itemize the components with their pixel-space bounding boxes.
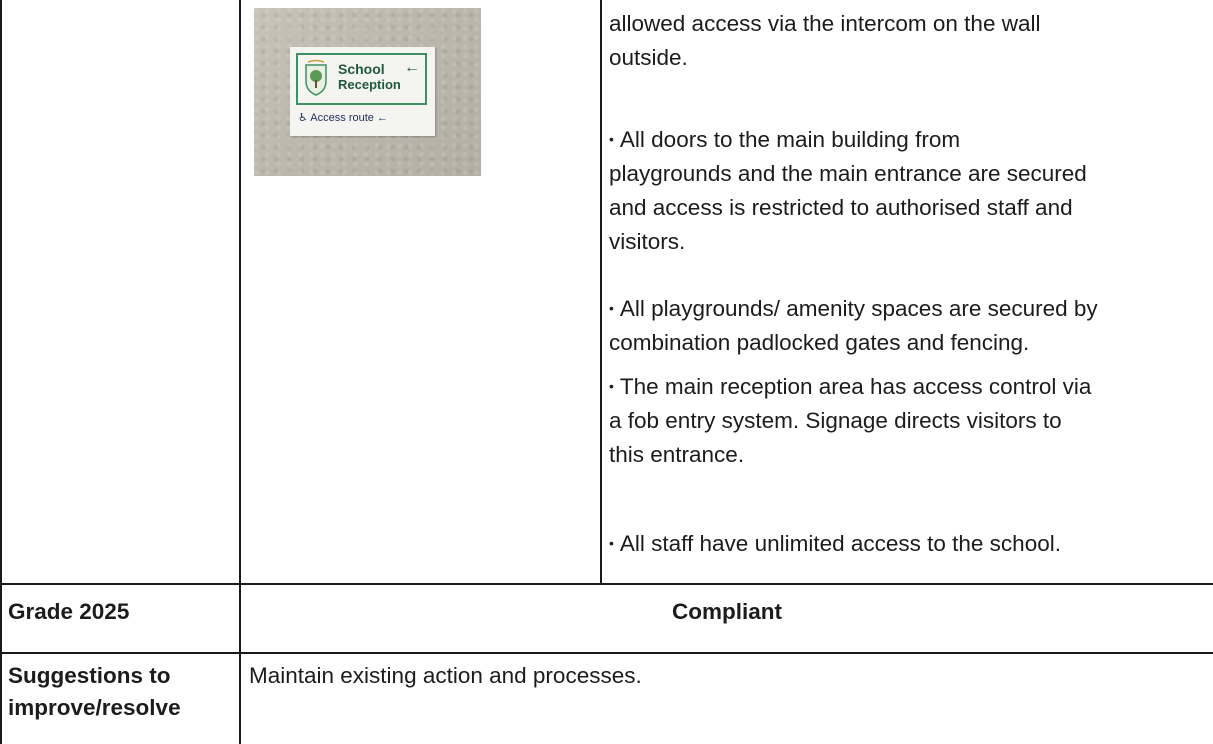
bullet-doors-secured: • All doors to the main building from pla… [609,122,1205,259]
grade-label: Grade 2025 [8,599,130,624]
column-divider-1 [239,0,241,744]
text-line: combination padlocked gates and fencing. [609,330,1030,355]
sign-frame: School ← Reception [296,53,427,105]
text-line: a fob entry system. Signage directs visi… [609,408,1062,433]
text-line: visitors. [609,229,686,254]
text-line: All staff have unlimited access to the s… [619,531,1061,556]
sign-arrow-icon: ← [404,59,420,76]
table-left-border [0,0,2,744]
bullet-icon: • [609,378,614,394]
text-line: allowed access via the intercom on the w… [609,11,1041,36]
bullet-reception-access-control: • The main reception area has access cont… [609,369,1205,472]
row-divider-2 [0,652,1213,654]
text-line: and access is restricted to authorised s… [609,195,1073,220]
text-line: outside. [609,45,688,70]
suggestions-label-line: improve/resolve [8,695,181,720]
row-divider-1 [0,583,1213,585]
suggestions-label-line: Suggestions to [8,663,171,688]
bullet-icon: • [609,300,614,316]
reception-sign-photo: School ← Reception ♿ Access route ← [254,8,481,176]
bullet-playgrounds-secured: • All playgrounds/ amenity spaces are sec… [609,291,1205,360]
suggestions-label: Suggestions to improve/resolve [8,660,181,724]
paragraph-intercom: allowed access via the intercom on the w… [609,7,1205,75]
sign-school-text: School [338,61,385,77]
school-crest-icon [305,59,327,96]
bullet-icon: • [609,131,614,147]
reception-sign: School ← Reception ♿ Access route ← [290,47,435,136]
column-divider-2 [600,0,602,584]
sign-reception-text: Reception [338,77,401,92]
grade-value: Compliant [672,599,782,624]
suggestions-value: Maintain existing action and processes. [249,663,642,688]
text-line: All playgrounds/ amenity spaces are secu… [619,296,1098,321]
bullet-icon: • [609,535,614,551]
bullet-staff-access: • All staff have unlimited access to the … [609,526,1205,561]
text-line: playgrounds and the main entrance are se… [609,161,1087,186]
sign-access-route-text: ♿ Access route ← [298,112,388,124]
text-line: this entrance. [609,442,745,467]
text-line: The main reception area has access contr… [619,374,1092,399]
text-line: All doors to the main building from [619,127,961,152]
